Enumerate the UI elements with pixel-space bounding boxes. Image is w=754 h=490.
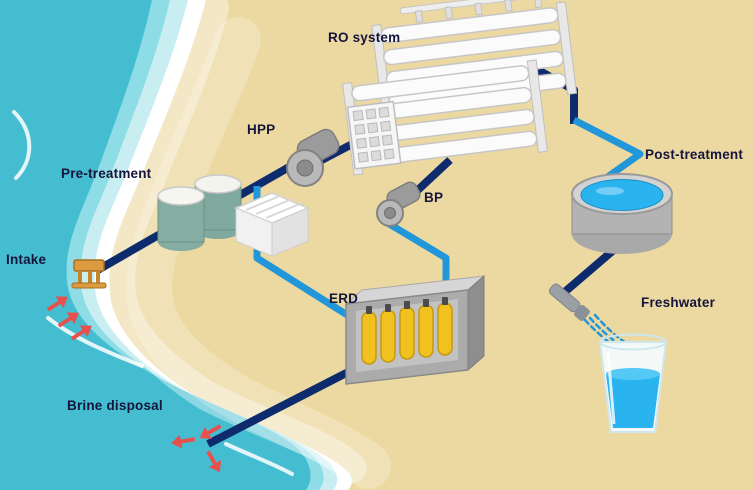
wave-foam-swirl: [224, 442, 294, 476]
label-ro-system: RO system: [328, 30, 401, 45]
pipe-posttreatment-to-tap: [557, 244, 619, 300]
ocean-deep-water: [0, 0, 311, 490]
ro-membrane-rack: [342, 0, 578, 176]
label-pre-treatment: Pre-treatment: [61, 166, 152, 181]
intake-structure: [71, 259, 107, 289]
erd-unit: [344, 274, 486, 385]
label-bp: BP: [424, 190, 444, 205]
freshwater-tap: [548, 283, 590, 321]
bp-pump: [376, 181, 421, 227]
ocean: [0, 0, 352, 490]
label-erd: ERD: [329, 291, 359, 306]
hpp-pump: [286, 128, 340, 187]
pipe-erd-to-brine-disposal: [206, 364, 358, 448]
pipe-intake-to-pretreatment: [94, 229, 164, 275]
ro-front-tube-bank: [351, 65, 538, 167]
label-intake: Intake: [6, 252, 47, 267]
post-treatment-tank: [571, 173, 673, 254]
label-brine-disposal: Brine disposal: [67, 398, 163, 413]
label-hpp: HPP: [247, 122, 276, 137]
erd-cylinders: [361, 297, 453, 365]
wave-foam-swirl: [12, 110, 32, 180]
label-post-treatment: Post-treatment: [645, 147, 744, 162]
clarifier: [234, 192, 310, 257]
pretreatment-unit: [157, 174, 310, 257]
wave-foam-swirl: [46, 316, 144, 368]
label-freshwater: Freshwater: [641, 295, 716, 310]
membrane-panel-grid: [352, 106, 395, 163]
wet-sand-wash: [126, 17, 391, 489]
freshwater-glass: [598, 333, 668, 433]
